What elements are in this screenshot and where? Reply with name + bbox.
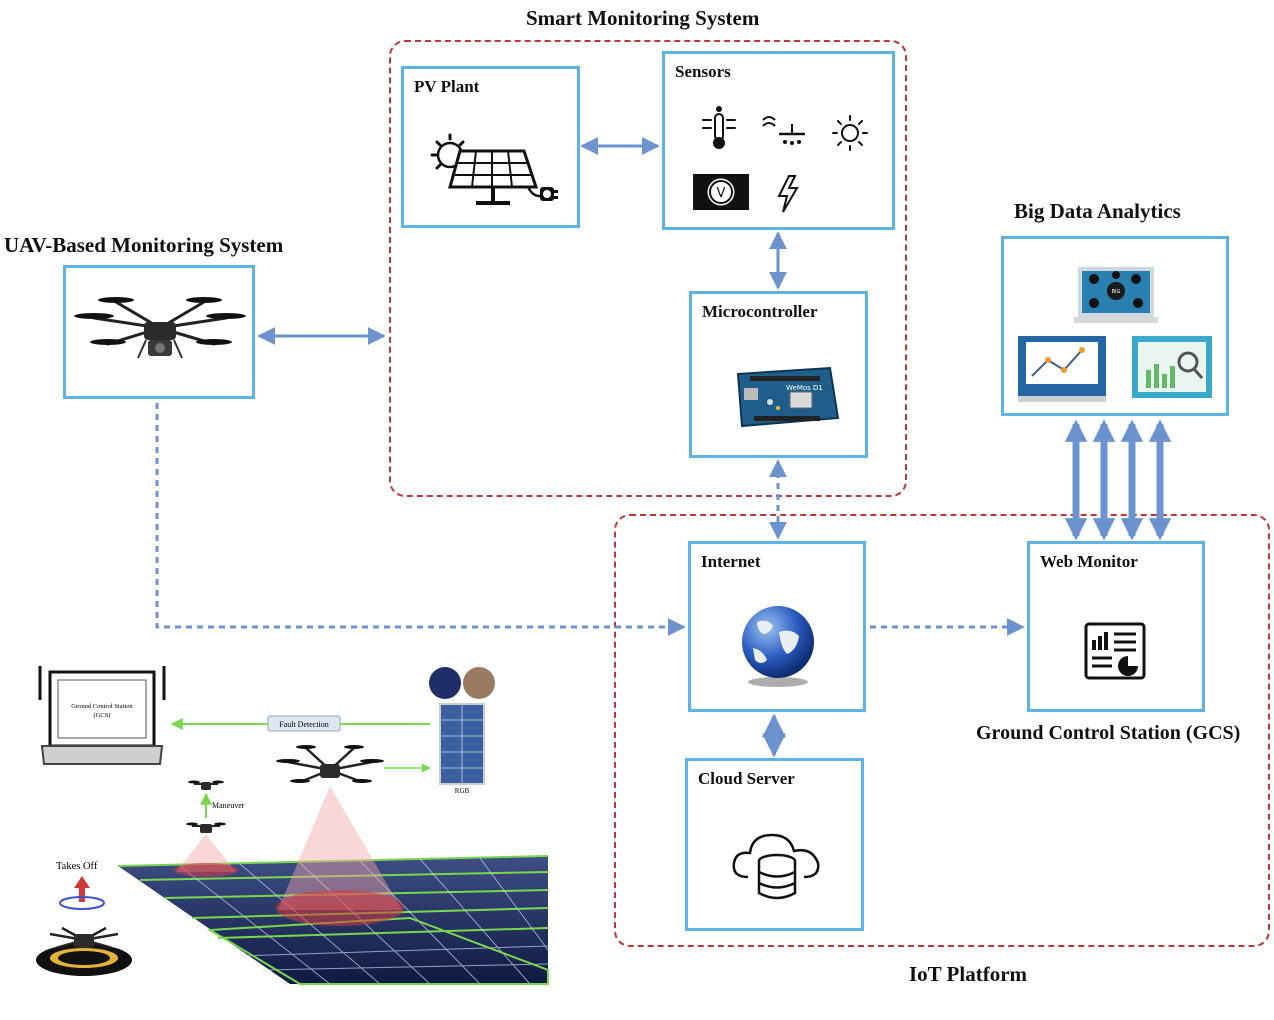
drone-icon [74,297,246,359]
solar-panel-icon [430,133,558,205]
web-monitor-label: Web Monitor [1040,552,1138,571]
svg-text:V: V [717,186,726,201]
arduino-board-icon: WeMos D1 [736,366,840,428]
web-monitor-box: Web Monitor [1027,541,1205,712]
takeoff-arrow-icon [59,876,105,910]
globe-icon [742,606,814,687]
internet-label: Internet [701,552,761,571]
arduino-label: WeMos D1 [786,384,823,392]
voltmeter-icon: V [693,174,749,210]
smart-monitoring-group [389,40,907,497]
sensors-box: Sensors V [662,51,895,230]
uav-monitoring-title: UAV-Based Monitoring System [4,233,284,257]
report-icon [1084,622,1146,680]
cloud-server-box: Cloud Server [685,758,864,931]
iot-platform-title: IoT Platform [909,962,1028,986]
pv-plant-box: PV Plant [401,66,580,228]
line-chart-monitor-icon [1018,336,1106,402]
inspection-drone-icon [276,745,384,784]
bigdata-webmonitor-arrows [1064,419,1172,541]
smart-monitoring-title: Smart Monitoring System [526,6,760,30]
big-data-laptop-icon: BIG [1074,267,1158,323]
maneuver-label: Maneuver [212,801,245,810]
gcs-title: Ground Control Station (GCS) [976,722,1241,744]
thermometer-icon [702,106,736,149]
iot-platform-group [614,514,1270,947]
uav-internet-arrow [155,403,686,636]
maneuver-drone-bottom-icon [186,822,226,833]
maneuver-drone-top-icon [188,780,224,790]
microcontroller-box: Microcontroller WeMos D1 [689,291,868,458]
svg-text:BIG: BIG [1112,289,1121,295]
gcs-laptop-icon: Ground Control Station (GCS) [38,666,166,765]
rgb-label: RGB [455,787,470,795]
fault-detection-tag [267,715,341,732]
gcs-screen-line1: Ground Control Station [71,703,133,710]
uav-box [63,265,255,399]
landing-pad-icon [36,926,132,976]
cloud-database-icon [732,833,820,900]
humidity-icon [762,116,805,145]
bar-chart-screen-icon [1132,336,1212,398]
microcontroller-label: Microcontroller [702,302,818,321]
pv-plant-label: PV Plant [414,77,480,96]
fault-detection-label: Fault Detection [279,720,329,729]
internet-box: Internet [688,541,866,712]
big-data-box: BIG [1001,236,1229,416]
sun-icon [832,115,868,151]
cloud-server-label: Cloud Server [698,769,795,788]
gcs-screen-line2: (GCS) [94,712,111,719]
big-data-title: Big Data Analytics [1014,199,1181,223]
rgb-panel-icon: RGB [429,667,495,795]
lightning-icon [777,175,799,213]
sensors-label: Sensors [675,62,731,81]
takes-off-label: Takes Off [56,861,98,872]
